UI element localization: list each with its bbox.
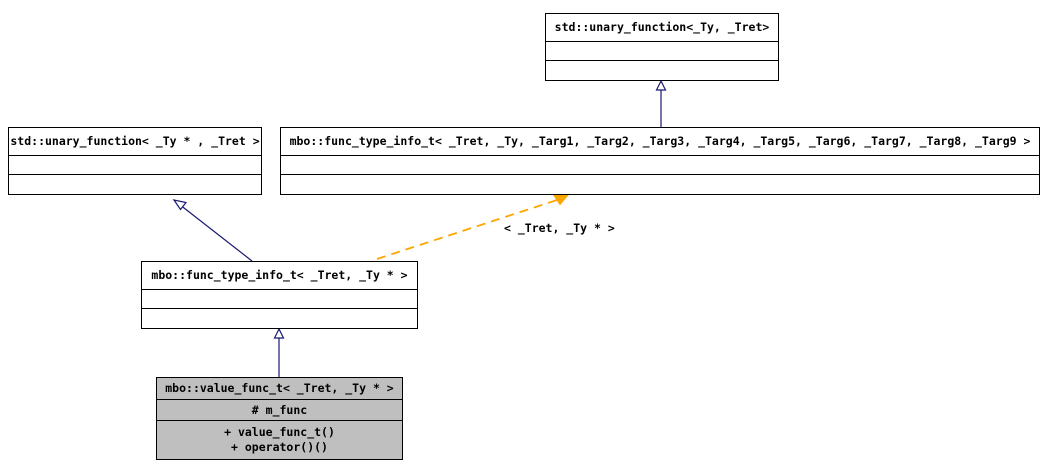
class-title: mbo::value_func_t< _Tret, _Ty * > xyxy=(165,380,394,395)
operation-item: + operator()() xyxy=(231,439,328,454)
hollow-triangle-arrowhead xyxy=(655,79,667,91)
edge-generalization-bottom-to-mid xyxy=(273,327,285,377)
operations-compartment: + value_func_t() + operator()() xyxy=(157,421,402,459)
attributes-compartment xyxy=(142,290,417,309)
class-node-mbo-func-type-info-t-full[interactable]: mbo::func_type_info_t< _Tret, _Ty, _Targ… xyxy=(280,127,1040,195)
operations-compartment xyxy=(9,175,261,194)
operations-compartment xyxy=(546,61,778,80)
edge-label-template-binding: < _Tret, _Ty * > xyxy=(504,221,615,235)
operation-item: + value_func_t() xyxy=(224,425,335,440)
attributes-compartment xyxy=(9,156,261,175)
class-title: std::unary_function< _Ty * , _Tret > xyxy=(10,133,260,148)
compartment-divider xyxy=(546,60,778,62)
compartment-divider xyxy=(157,399,402,401)
attributes-compartment xyxy=(546,42,778,61)
class-node-std-unary-function-ty-tret[interactable]: std::unary_function<_Ty, _Tret> xyxy=(545,13,779,81)
edge-generalization-full-to-top xyxy=(655,79,667,127)
attributes-compartment: # m_func xyxy=(157,400,402,420)
compartment-divider xyxy=(142,288,417,290)
class-title: mbo::func_type_info_t< _Tret, _Ty * > xyxy=(151,267,408,282)
compartment-divider xyxy=(281,154,1039,156)
hollow-triangle-arrowhead xyxy=(273,327,285,339)
class-title: std::unary_function<_Ty, _Tret> xyxy=(554,19,770,34)
compartment-divider xyxy=(157,419,402,421)
filled-arrowhead xyxy=(553,194,570,206)
operations-compartment xyxy=(281,175,1039,194)
class-title: mbo::func_type_info_t< _Tret, _Ty, _Targ… xyxy=(289,133,1031,148)
class-node-std-unary-function-typtr-tret[interactable]: std::unary_function< _Ty * , _Tret > xyxy=(8,127,262,195)
compartment-divider xyxy=(546,40,778,42)
compartment-divider xyxy=(9,154,261,156)
compartment-divider xyxy=(9,174,261,176)
hollow-triangle-arrowhead xyxy=(172,199,188,211)
class-node-mbo-func-type-info-t-typtr[interactable]: mbo::func_type_info_t< _Tret, _Ty * > xyxy=(141,261,418,329)
operations-compartment xyxy=(142,309,417,328)
edge-generalization-mid-to-left xyxy=(172,199,253,262)
attributes-compartment xyxy=(281,156,1039,175)
compartment-divider xyxy=(142,308,417,310)
attribute-item: # m_func xyxy=(251,402,308,417)
class-node-mbo-value-func-t[interactable]: mbo::value_func_t< _Tret, _Ty * > # m_fu… xyxy=(156,377,403,460)
compartment-divider xyxy=(281,174,1039,176)
edge-line xyxy=(181,205,253,262)
